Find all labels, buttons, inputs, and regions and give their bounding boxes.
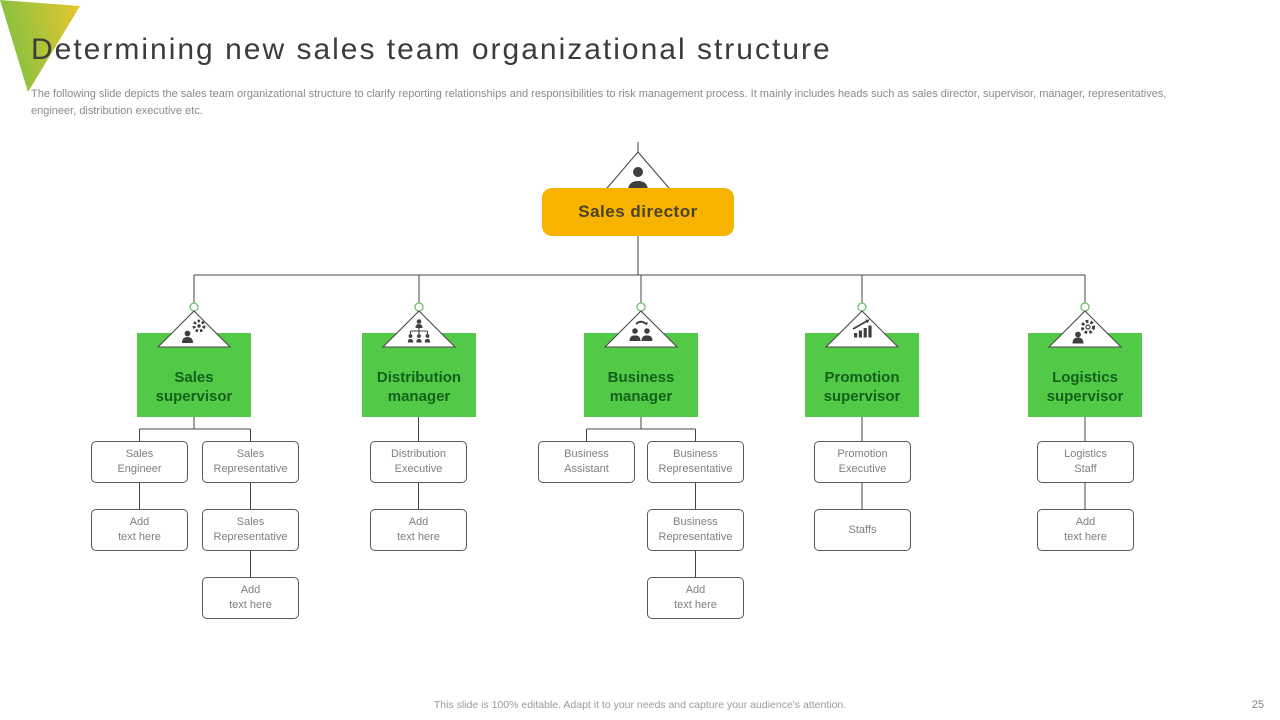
- org-child-box[interactable]: Business Representative: [647, 509, 744, 551]
- org-child-box[interactable]: Staffs: [814, 509, 911, 551]
- page-title: Determining new sales team organizationa…: [31, 33, 832, 66]
- footer-note: This slide is 100% editable. Adapt it to…: [433, 699, 847, 711]
- hierarchy-icon: [407, 319, 431, 343]
- group-triangle-badge: [824, 302, 900, 348]
- group-triangle-badge: [156, 302, 232, 348]
- director-box[interactable]: Sales director: [542, 188, 734, 236]
- group-triangle-badge: [603, 302, 679, 348]
- org-child-box[interactable]: Sales Representative: [202, 441, 299, 483]
- org-group-box-sales-supervisor[interactable]: Sales supervisor: [137, 333, 251, 417]
- org-child-box[interactable]: Logistics Staff: [1037, 441, 1134, 483]
- org-child-box[interactable]: Business Assistant: [538, 441, 635, 483]
- org-child-box[interactable]: Business Representative: [647, 441, 744, 483]
- org-child-box[interactable]: Add text here: [647, 577, 744, 619]
- org-child-box[interactable]: Add text here: [202, 577, 299, 619]
- group-triangle-badge: [381, 302, 457, 348]
- org-child-box[interactable]: Promotion Executive: [814, 441, 911, 483]
- corner-triangle-decoration: [0, 0, 80, 92]
- org-child-box[interactable]: Distribution Executive: [370, 441, 467, 483]
- org-group-box-logistics-supervisor[interactable]: Logistics supervisor: [1028, 333, 1142, 417]
- org-child-box[interactable]: Add text here: [1037, 509, 1134, 551]
- person-gear-icon: [182, 319, 206, 343]
- growth-chart-icon: [852, 319, 872, 338]
- gear-person-icon: [1072, 319, 1096, 344]
- org-child-box[interactable]: Sales Representative: [202, 509, 299, 551]
- org-child-box[interactable]: Sales Engineer: [91, 441, 188, 483]
- slide-subtitle: The following slide depicts the sales te…: [31, 88, 1167, 118]
- page-number: 25: [1251, 699, 1264, 711]
- org-child-box[interactable]: Add text here: [370, 509, 467, 551]
- org-child-box[interactable]: Add text here: [91, 509, 188, 551]
- group-triangle-badge: [1047, 302, 1123, 348]
- meeting-people-icon: [629, 320, 653, 341]
